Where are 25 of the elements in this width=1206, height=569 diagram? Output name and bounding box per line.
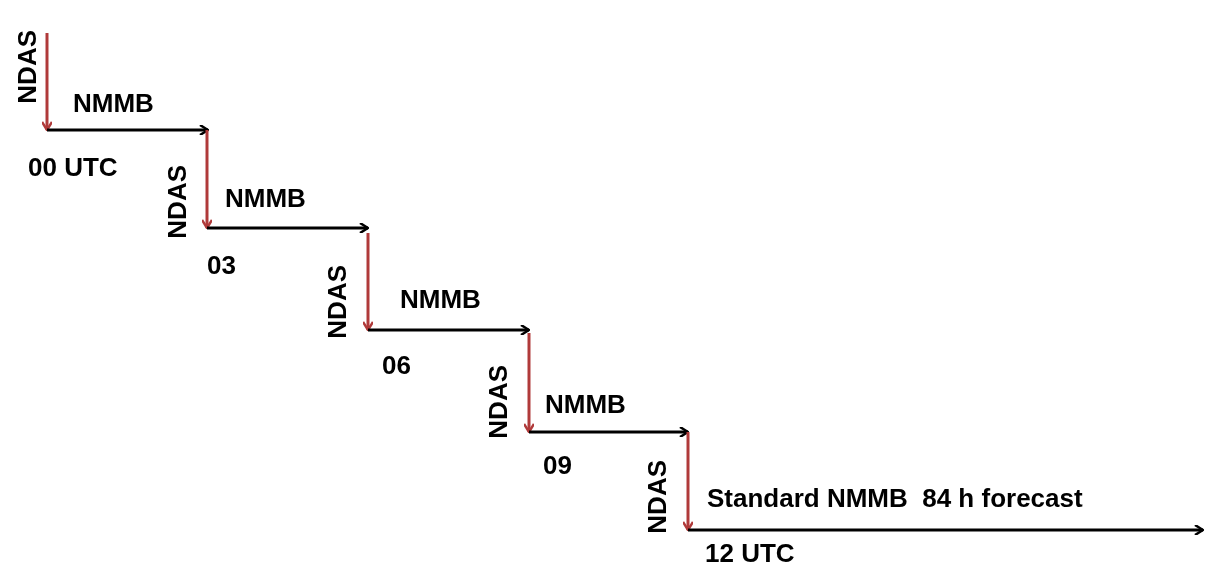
arrow	[368, 323, 531, 337]
arrow	[47, 123, 210, 137]
edge-label: NDAS	[162, 165, 192, 239]
arrow	[207, 221, 370, 235]
edge-label: NDAS	[642, 460, 672, 534]
arrow	[361, 233, 375, 332]
time-label: 09	[517, 432, 572, 480]
arrow	[40, 33, 54, 132]
time-label: 00 UTC	[28, 130, 118, 182]
time-label: 12 UTC	[676, 530, 795, 568]
time-label: 06	[356, 330, 411, 380]
arrow	[688, 523, 1205, 537]
edge-label: Standard NMMB 84 h forecast	[707, 483, 1083, 513]
arrow	[681, 432, 695, 532]
arrow	[200, 130, 214, 230]
edge-label: NMMB	[545, 389, 626, 419]
edge-label: NDAS	[322, 265, 352, 339]
edge-label: NMMB	[73, 88, 154, 118]
edge-label: NMMB	[225, 183, 306, 213]
edge-label: NDAS	[483, 365, 513, 439]
arrow	[522, 333, 536, 434]
arrow	[529, 425, 690, 439]
edge-label: NDAS	[12, 30, 42, 104]
edge-label: NMMB	[400, 284, 481, 314]
time-label: 03	[195, 228, 236, 280]
